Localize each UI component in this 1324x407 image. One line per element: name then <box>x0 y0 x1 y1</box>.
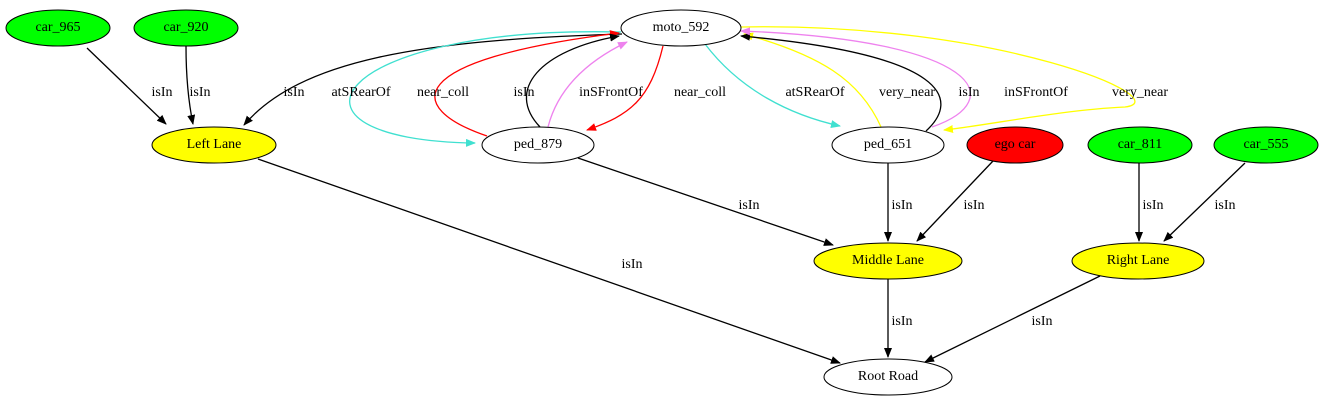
node-label: Middle Lane <box>852 253 924 268</box>
node-shape <box>1087 126 1193 164</box>
node-shape <box>823 358 953 396</box>
edge-moto_592-ped_651-atsrearof <box>704 43 841 128</box>
node-shape <box>481 126 595 164</box>
node-label: ego car <box>995 137 1036 152</box>
node-ped-651: ped_651 <box>831 126 945 164</box>
edge-label: isIn <box>1215 198 1236 213</box>
edge-moto_592-ped_879-near-coll <box>586 45 664 131</box>
node-label: moto_592 <box>653 20 710 35</box>
edge-label: inSFrontOf <box>579 85 643 100</box>
edge-label: isIn <box>514 85 535 100</box>
node-shape <box>620 9 742 47</box>
node-label: Left Lane <box>187 137 242 152</box>
edge-car_965-left_lane-isin <box>86 47 167 125</box>
node-shape <box>5 9 111 47</box>
node-shape <box>133 9 239 47</box>
edge-moto_592-ped_651-very-near <box>740 26 1136 134</box>
node-shape <box>151 126 277 164</box>
edge-moto_592-ped_879-atsrearof <box>349 31 622 147</box>
edge-label: atSRearOf <box>331 85 390 100</box>
edge-right_lane-root_road-isin <box>924 275 1101 363</box>
edge-ped_879-middle_lane-isin <box>577 157 834 246</box>
node-middle-lane: Middle Lane <box>813 242 963 280</box>
node-label: ped_651 <box>864 137 912 152</box>
edge-ped_651-moto_592-very-near <box>743 32 882 128</box>
node-ped-879: ped_879 <box>481 126 595 164</box>
edge-label: atSRearOf <box>785 85 844 100</box>
node-shape <box>831 126 945 164</box>
node-label: car_555 <box>1243 137 1288 152</box>
edge-ped_879-moto_592-near-coll <box>434 30 620 137</box>
edge-ped_879-moto_592-insfrontof <box>547 41 628 128</box>
node-label: Root Road <box>858 369 918 384</box>
node-label: car_920 <box>163 20 208 35</box>
edge-ped_651-moto_592-insfrontof <box>740 27 971 128</box>
node-right-lane: Right Lane <box>1071 242 1205 280</box>
edge-label: very_near <box>1112 85 1168 100</box>
node-shape <box>966 126 1064 164</box>
edge-label: very_near <box>879 85 935 100</box>
node-moto-592: moto_592 <box>620 9 742 47</box>
edge-labels-layer: isIn isIn isIn atSRearOf near_coll isIn inSFro… <box>152 85 1236 329</box>
node-car-811: car_811 <box>1087 126 1193 164</box>
edge-label: inSFrontOf <box>1004 85 1068 100</box>
edge-label: near_coll <box>417 85 469 100</box>
node-car-920: car_920 <box>133 9 239 47</box>
edge-moto_592-left_lane-isin <box>243 33 623 126</box>
edge-label: near_coll <box>674 85 726 100</box>
node-car-555: car_555 <box>1213 126 1319 164</box>
node-root-road: Root Road <box>823 358 953 396</box>
node-car-965: car_965 <box>5 9 111 47</box>
edge-label: isIn <box>622 257 643 272</box>
node-ego-car: ego car <box>966 126 1064 164</box>
node-label: car_811 <box>1118 137 1163 152</box>
edge-label: isIn <box>1032 314 1053 329</box>
node-label: ped_879 <box>514 137 562 152</box>
node-shape <box>1071 242 1205 280</box>
edge-label: isIn <box>1143 198 1164 213</box>
edge-car_920-left_lane-isin <box>185 45 196 125</box>
edge-label: isIn <box>739 198 760 213</box>
edge-label: isIn <box>959 85 980 100</box>
edge-label: isIn <box>190 85 211 100</box>
edge-label: isIn <box>964 198 985 213</box>
edge-label: isIn <box>892 314 913 329</box>
node-left-lane: Left Lane <box>151 126 277 164</box>
edge-label: isIn <box>284 85 305 100</box>
edge-ped_879-moto_592-isin <box>525 33 620 128</box>
edge-car_555-right_lane-isin <box>1163 162 1246 242</box>
edge-ego_car-middle_lane-isin <box>916 160 994 242</box>
edge-label: isIn <box>152 85 173 100</box>
edge-ped_651-moto_592-isin <box>740 32 942 132</box>
edges-layer <box>86 26 1246 364</box>
node-shape <box>813 242 963 280</box>
edge-left_lane-root_road-isin <box>257 158 841 364</box>
node-label: car_965 <box>35 20 80 35</box>
node-shape <box>1213 126 1319 164</box>
node-label: Right Lane <box>1107 253 1170 268</box>
edge-label: isIn <box>892 198 913 213</box>
